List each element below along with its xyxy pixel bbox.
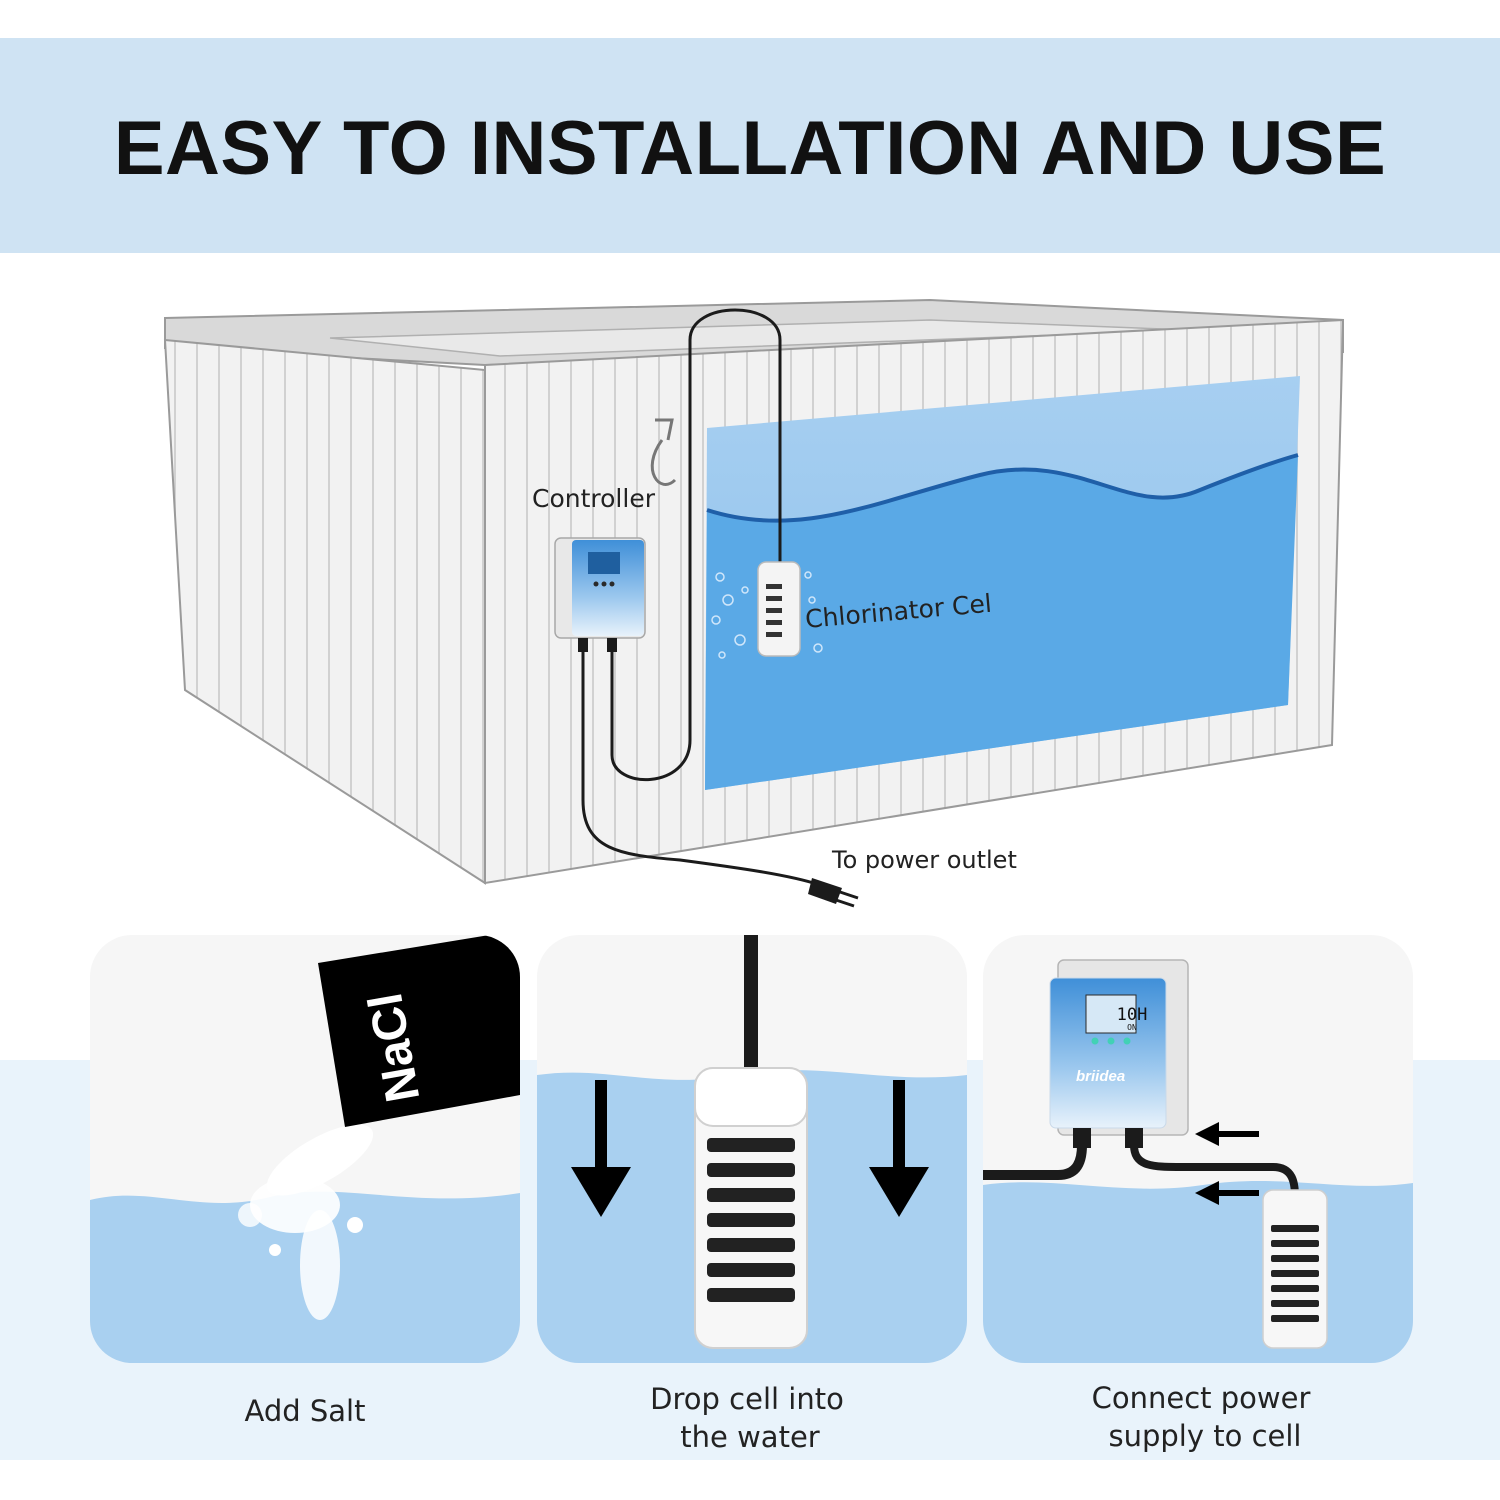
water-surface xyxy=(705,455,1298,790)
tub-left-wall xyxy=(163,338,486,885)
step-card-add-salt: NaCl xyxy=(90,935,520,1363)
controller-unit xyxy=(554,537,646,652)
chlorinator-cell xyxy=(757,561,801,657)
step-label-connect-line2: supply to cell xyxy=(1108,1419,1302,1453)
power-outlet-label: To power outlet xyxy=(832,846,1017,874)
chlorinator-cell-large xyxy=(694,1067,808,1349)
cell-cable xyxy=(1130,1144,1299,1198)
down-arrow-icon xyxy=(869,1080,929,1217)
step-label-drop-cell-line2: the water xyxy=(680,1420,820,1454)
controller-label: Controller xyxy=(532,484,655,513)
salt-package xyxy=(318,935,520,1127)
chlorinator-cell-small xyxy=(1262,1189,1328,1349)
controller-unit-large xyxy=(1049,959,1189,1148)
step-card-connect-power: 10H ON briidea xyxy=(983,935,1413,1363)
left-arrow-icon xyxy=(1195,1181,1259,1205)
left-arrow-icon xyxy=(1195,1122,1259,1146)
brand-logo: briidea xyxy=(1076,1068,1126,1085)
step-label-drop-cell-line1: Drop cell into xyxy=(650,1382,844,1416)
power-cable xyxy=(581,640,821,887)
title-banner xyxy=(0,38,1500,253)
cell-cable xyxy=(610,308,782,782)
bubbles xyxy=(711,571,823,659)
salt-spray xyxy=(238,1124,374,1320)
controller-display-status: ON xyxy=(1127,1023,1137,1032)
controller-display-value: 10H xyxy=(1116,1005,1148,1025)
down-arrow-icon xyxy=(571,1080,631,1217)
step-card-drop-cell xyxy=(537,935,967,1363)
hook-icon xyxy=(650,418,677,486)
cell-cable-vertical xyxy=(744,935,758,1075)
step-label-connect-line1: Connect power xyxy=(1091,1381,1311,1415)
power-cable xyxy=(983,1144,1087,1180)
hot-tub-illustration xyxy=(163,298,1345,908)
power-plug-icon xyxy=(808,878,859,908)
step-label-add-salt: Add Salt xyxy=(244,1394,366,1428)
page-title: EASY TO INSTALLATION AND USE xyxy=(113,106,1387,191)
